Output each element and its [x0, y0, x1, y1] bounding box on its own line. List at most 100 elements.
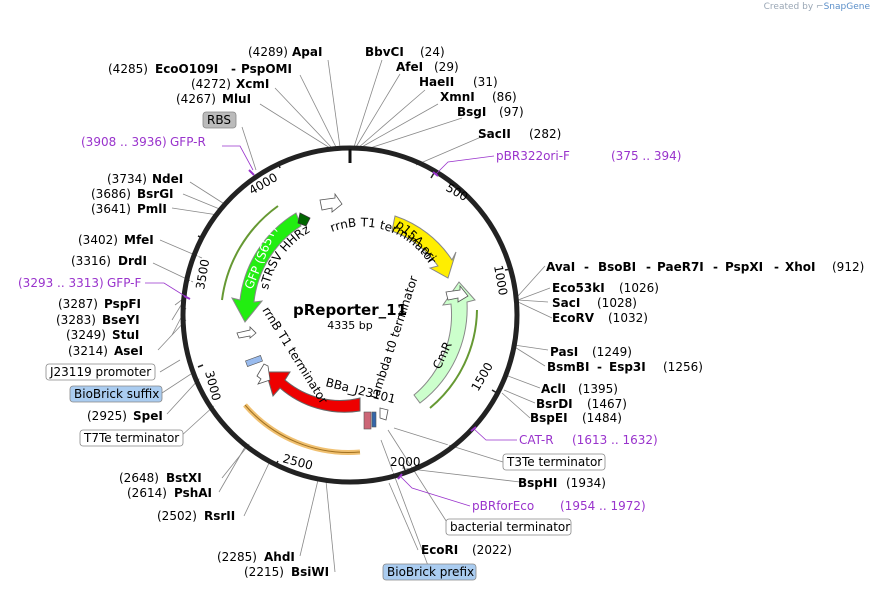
rrnb-bottom-arrow[interactable] — [256, 363, 271, 385]
enz-pos-pmli: (3641) — [91, 202, 131, 216]
rrnb-top-arrow[interactable] — [319, 192, 343, 213]
enz-pos-bsmbi: (1256) — [663, 360, 703, 374]
enz-bseyi[interactable]: BseYI — [102, 313, 140, 327]
enz-bstxi[interactable]: BstXI — [166, 471, 202, 485]
primer-gfp-f[interactable]: GFP-F — [107, 276, 142, 290]
primer-cat-r[interactable]: CAT-R — [519, 433, 554, 447]
enz-pos-ecoo109i: (4285) — [108, 62, 148, 76]
enz-eco53ki[interactable]: Eco53kI — [552, 281, 605, 295]
enz-xcmi[interactable]: XcmI — [236, 77, 269, 91]
enz-pspxi[interactable]: PspXI — [725, 260, 763, 274]
enz-pos-acli: (1395) — [578, 382, 618, 396]
biobrick-prefix-box[interactable] — [363, 411, 372, 430]
primer-gfp-f-range: (3293 .. 3313) — [18, 276, 104, 290]
strsv-hhrz-arrow[interactable] — [297, 212, 311, 227]
enz-afei[interactable]: AfeI — [396, 60, 423, 74]
primer-pbrforeco-range: (1954 .. 1972) — [560, 499, 646, 513]
p15a-ori-arrow[interactable] — [391, 215, 457, 279]
enz-pos-sacii: (282) — [529, 127, 561, 141]
enz-ahdi[interactable]: AhdI — [264, 550, 295, 564]
enz-bsgi[interactable]: BsgI — [457, 105, 486, 119]
enz-bsrdi[interactable]: BsrDI — [536, 397, 573, 411]
j23119-arrow[interactable] — [236, 326, 257, 339]
bacterial-terminator-label: bacterial terminator — [450, 520, 570, 534]
biobrick-suffix-label: BioBrick suffix — [74, 387, 159, 401]
enz-rsrii[interactable]: RsrII — [204, 509, 235, 523]
cmr-orf-line — [429, 309, 478, 409]
enz-avai[interactable]: AvaI — [546, 260, 575, 274]
enz-haeii[interactable]: HaeII — [419, 75, 454, 89]
enz-ndei[interactable]: NdeI — [152, 172, 183, 186]
enz-xmni[interactable]: XmnI — [440, 90, 475, 104]
enz-pos-bsgi: (97) — [499, 105, 524, 119]
gfp-arrow[interactable] — [231, 212, 302, 323]
rbs-label-box[interactable] — [202, 111, 237, 129]
primer-pbr322ori-f-range: (375 .. 394) — [611, 149, 681, 163]
primer-gfp-r[interactable]: GFP-R — [170, 135, 206, 149]
enz-pos-mlui: (4267) — [176, 92, 216, 106]
enz-esp3i[interactable]: Esp3I — [609, 360, 646, 374]
primer-cat-r-range: (1613 .. 1632) — [572, 433, 658, 447]
enz-pshai[interactable]: PshAI — [174, 486, 212, 500]
enz-mlui[interactable]: MluI — [222, 92, 251, 106]
biobrick-suffix-label-box[interactable] — [69, 385, 163, 403]
biobrick-prefix-label-box[interactable] — [382, 563, 477, 581]
t7te-label: T7Te terminator — [83, 431, 179, 445]
primer-gfp-f-leader — [145, 282, 189, 299]
mrfp1-orf-line — [244, 404, 361, 453]
enz-bsphi[interactable]: BspHI — [518, 476, 557, 490]
dash-3: - — [713, 260, 718, 274]
connector-lines — [152, 59, 553, 573]
enz-pspfi[interactable]: PspFI — [104, 297, 141, 311]
enz-bsobi[interactable]: BsoBI — [598, 260, 636, 274]
enz-acli[interactable]: AclI — [541, 382, 566, 396]
enz-pos-avai: (912) — [832, 260, 864, 274]
tick-1000: 1000 — [491, 264, 510, 297]
enz-bspei[interactable]: BspEI — [530, 411, 568, 425]
cmr-arrow[interactable] — [413, 281, 476, 404]
enz-pspomi[interactable]: PspOMI — [241, 62, 292, 76]
primer-pbrforeco[interactable]: pBRforEco — [472, 499, 534, 513]
enz-spei[interactable]: SpeI — [133, 409, 163, 423]
enz-drdi[interactable]: DrdI — [118, 254, 147, 268]
enz-bsrgi[interactable]: BsrGI — [137, 187, 174, 201]
enz-pasi[interactable]: PasI — [550, 345, 578, 359]
enz-sacii[interactable]: SacII — [478, 127, 511, 141]
bba-j23101-arrow[interactable] — [379, 407, 389, 421]
enz-pos-ecori: (2022) — [472, 543, 512, 557]
enz-paer7i[interactable]: PaeR7I — [657, 260, 704, 274]
t3te-label-box[interactable] — [502, 453, 606, 471]
primer-pbr322ori-f[interactable]: pBR322ori-F — [496, 149, 570, 163]
enz-pos-xcmi: (4272) — [191, 77, 231, 91]
bacterial-terminator-label-box[interactable] — [445, 518, 572, 536]
enz-pos-bseyi: (3283) — [56, 313, 96, 327]
enz-xhoi[interactable]: XhoI — [785, 260, 816, 274]
enz-pos-mfei: (3402) — [78, 233, 118, 247]
enz-ecoo109i[interactable]: EcoO109I — [155, 62, 218, 76]
enz-saci[interactable]: SacI — [552, 296, 580, 310]
enz-pmli[interactable]: PmlI — [137, 202, 167, 216]
rbs-box[interactable] — [371, 411, 377, 428]
enz-apai[interactable]: ApaI — [292, 45, 322, 59]
enz-bbvci[interactable]: BbvCI — [365, 45, 404, 59]
dash-5: - — [597, 360, 602, 374]
enz-psp-dash: - — [231, 62, 236, 76]
enz-bsmbi[interactable]: BsmBI — [547, 360, 589, 374]
enz-stui[interactable]: StuI — [112, 328, 139, 342]
enz-mfei[interactable]: MfeI — [124, 233, 154, 247]
lambda-t0-arrow[interactable] — [445, 284, 469, 303]
mrfp1-arrow[interactable] — [265, 371, 361, 413]
credit-prefix: Created by — [763, 2, 814, 12]
tick-1500: 1500 — [468, 360, 495, 393]
enz-bsiwi[interactable]: BsiWI — [291, 565, 329, 579]
snapgene-credit: Created by ⌐SnapGene — [764, 2, 870, 12]
enz-asei[interactable]: AseI — [114, 344, 143, 358]
t7te-label-box[interactable] — [79, 429, 184, 447]
enz-pos-bsiwi: (2215) — [244, 565, 284, 579]
enz-ecorv[interactable]: EcoRV — [552, 311, 595, 325]
biobrick-suffix-box[interactable] — [245, 355, 263, 367]
j23119-label-box[interactable] — [45, 363, 156, 381]
snapgene-logo-icon: ⌐ — [816, 2, 824, 12]
enz-ecori[interactable]: EcoRI — [421, 543, 458, 557]
